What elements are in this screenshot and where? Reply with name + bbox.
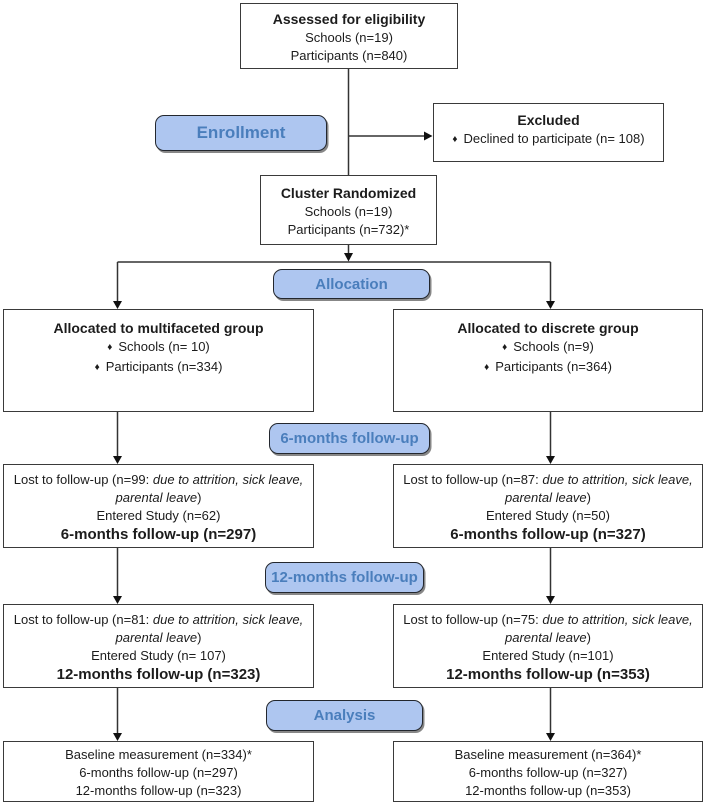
alloc-right-title: Allocated to discrete group <box>457 320 639 336</box>
alloc-left-title: Allocated to multifaceted group <box>53 320 264 336</box>
diamond-bullet-icon: ♦ <box>94 362 100 373</box>
m6-right-lost-reason: due to attrition, sick leave, <box>542 472 693 487</box>
m12-left-entered: Entered Study (n= 107) <box>91 648 226 663</box>
base-right-baseline: Baseline measurement (n=364)* <box>454 747 642 762</box>
m12-left-lost-close: ) <box>197 630 202 645</box>
base-left-6m: 6-months follow-up (n=297) <box>79 765 238 780</box>
alloc-right-participants: ♦ Participants (n=364) <box>394 358 702 378</box>
excluded-declined: ♦ Declined to participate (n= 108) <box>434 130 663 150</box>
m12-right-lost-line1: Lost to follow-up (n=75: due to attritio… <box>394 611 702 629</box>
m6-left-lost-reason2: parental leave <box>115 490 198 505</box>
excluded-box: Excluded ♦ Declined to participate (n= 10… <box>433 103 664 162</box>
m12-right-lost-reason2: parental leave <box>504 630 587 645</box>
m6-left-total: 6-months follow-up (n=297) <box>60 526 257 543</box>
alloc-left-schools-text: Schools (n= 10) <box>118 339 210 354</box>
stage-label-analysis: Analysis <box>266 700 423 731</box>
m12-left-lost-prefix: Lost to follow-up (n=81: <box>13 612 153 627</box>
m12-right-total: 12-months follow-up (n=353) <box>446 666 650 683</box>
m12-left-total: 12-months follow-up (n=323) <box>56 666 261 683</box>
allocated-discrete-box: Allocated to discrete group ♦ Schools (n=… <box>393 309 703 412</box>
cluster-randomized-box: Cluster Randomized Schools (n=19) Partic… <box>260 175 437 245</box>
m12-left-lost-reason: due to attrition, sick leave, <box>152 612 304 627</box>
arrowhead-m6-left <box>113 456 122 464</box>
assessed-schools: Schools (n=19) <box>305 30 393 45</box>
followup6-discrete-box: Lost to follow-up (n=87: due to attritio… <box>393 464 703 548</box>
assessed-participants: Participants (n=840) <box>290 48 408 63</box>
base-left-baseline: Baseline measurement (n=334)* <box>65 747 252 762</box>
m6-right-entered: Entered Study (n=50) <box>486 508 610 523</box>
m6-right-total: 6-months follow-up (n=327) <box>450 526 646 543</box>
arrowhead-base-right <box>546 733 555 741</box>
m6-right-lost-close: ) <box>586 490 591 505</box>
allocated-multifaceted-box: Allocated to multifaceted group ♦ Schools… <box>3 309 314 412</box>
stage-label-allocation: Allocation <box>273 269 430 299</box>
stage-label-enrollment: Enrollment <box>155 115 327 151</box>
m12-right-lost-line2: parental leave) <box>394 629 702 647</box>
randomized-participants: Participants (n=732)* <box>287 222 410 237</box>
m6-left-lost-reason: due to attrition, sick leave, <box>152 472 304 487</box>
base-right-12m: 12-months follow-up (n=353) <box>465 783 631 798</box>
base-right-6m: 6-months follow-up (n=327) <box>468 765 628 780</box>
followup12-multifaceted-box: Lost to follow-up (n=81: due to attritio… <box>3 604 314 688</box>
base-left-12m: 12-months follow-up (n=323) <box>75 783 242 798</box>
alloc-right-schools: ♦ Schools (n=9) <box>394 338 702 358</box>
arrowhead-alloc-left <box>113 301 122 309</box>
excluded-title: Excluded <box>517 112 580 128</box>
m6-left-lost-line1: Lost to follow-up (n=99: due to attritio… <box>4 471 313 489</box>
analysis-discrete-box: Baseline measurement (n=364)* 6-months f… <box>393 741 703 802</box>
m6-right-lost-prefix: Lost to follow-up (n=87: <box>403 472 543 487</box>
followup6-multifaceted-box: Lost to follow-up (n=99: due to attritio… <box>3 464 314 548</box>
m6-right-lost-reason2: parental leave <box>504 490 587 505</box>
m6-left-lost-prefix: Lost to follow-up (n=99: <box>13 472 153 487</box>
m12-right-lost-prefix: Lost to follow-up (n=75: <box>403 612 543 627</box>
excluded-declined-text: Declined to participate (n= 108) <box>463 131 645 146</box>
alloc-right-participants-text: Participants (n=364) <box>495 359 612 374</box>
m12-right-entered: Entered Study (n=101) <box>482 648 614 663</box>
alloc-right-schools-text: Schools (n=9) <box>513 339 594 354</box>
m6-right-lost-line2: parental leave) <box>394 489 702 507</box>
m12-right-lost-close: ) <box>586 630 591 645</box>
arrowhead-m12-right <box>546 596 555 604</box>
alloc-left-participants-text: Participants (n=334) <box>105 359 223 374</box>
randomized-schools: Schools (n=19) <box>304 204 393 219</box>
arrowhead-excluded <box>424 131 433 141</box>
analysis-multifaceted-box: Baseline measurement (n=334)* 6-months f… <box>3 741 314 802</box>
arrowhead-m12-left <box>113 596 122 604</box>
followup12-discrete-box: Lost to follow-up (n=75: due to attritio… <box>393 604 703 688</box>
m6-left-lost-close: ) <box>197 490 202 505</box>
diamond-bullet-icon: ♦ <box>484 362 490 373</box>
diamond-bullet-icon: ♦ <box>502 342 508 353</box>
arrowhead-alloc-right <box>546 301 555 309</box>
diamond-bullet-icon: ♦ <box>452 134 458 145</box>
alloc-left-schools: ♦ Schools (n= 10) <box>4 338 313 358</box>
alloc-left-participants: ♦ Participants (n=334) <box>4 358 313 378</box>
m6-left-lost-line2: parental leave) <box>4 489 313 507</box>
randomized-title: Cluster Randomized <box>280 185 417 201</box>
arrowhead-split <box>344 253 353 262</box>
m6-left-entered: Entered Study (n=62) <box>96 508 221 523</box>
arrowhead-base-left <box>113 733 122 741</box>
m12-right-lost-reason: due to attrition, sick leave, <box>542 612 693 627</box>
assessed-title: Assessed for eligibility <box>272 11 426 27</box>
m12-left-lost-line1: Lost to follow-up (n=81: due to attritio… <box>4 611 313 629</box>
m12-left-lost-reason2: parental leave <box>115 630 198 645</box>
diamond-bullet-icon: ♦ <box>107 342 113 353</box>
stage-label-6-months-followup: 6-months follow-up <box>269 423 430 454</box>
m6-right-lost-line1: Lost to follow-up (n=87: due to attritio… <box>394 471 702 489</box>
assessed-eligibility-box: Assessed for eligibility Schools (n=19) … <box>240 3 458 69</box>
m12-left-lost-line2: parental leave) <box>4 629 313 647</box>
arrowhead-m6-right <box>546 456 555 464</box>
stage-label-12-months-followup: 12-months follow-up <box>265 562 424 593</box>
